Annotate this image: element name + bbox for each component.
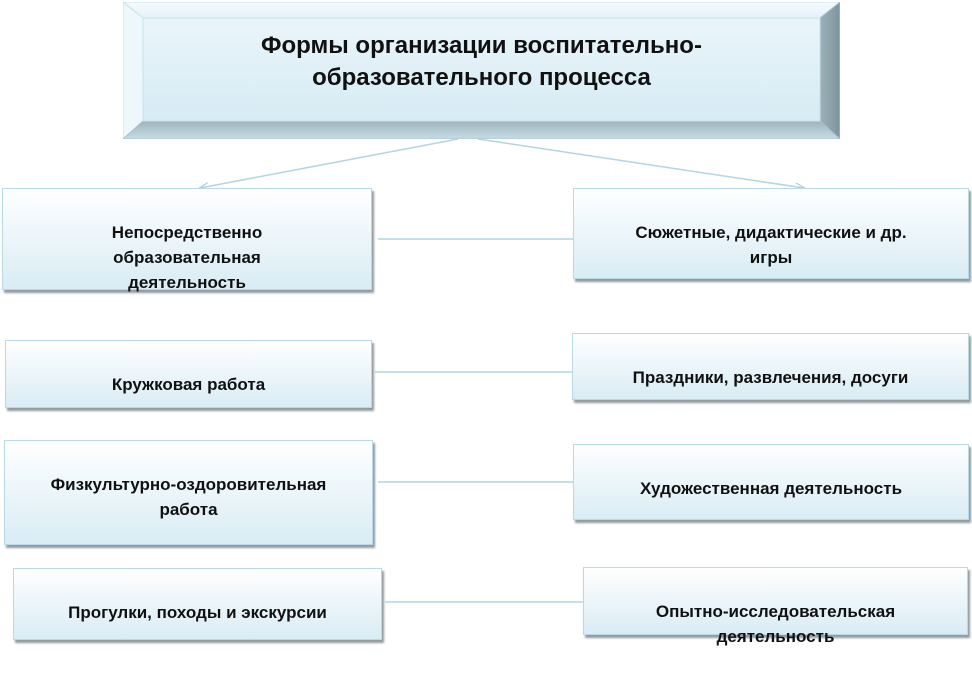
form-label: Сюжетные, дидактические и др. игры — [635, 223, 907, 267]
form-box-holidays-entertainment: Праздники, развлечения, досуги — [572, 333, 969, 400]
form-box-artistic-activity: Художественная деятельность — [573, 444, 969, 520]
form-box-direct-educational-activity: Непосредственно образовательная деятельн… — [2, 188, 372, 292]
form-box-games: Сюжетные, дидактические и др. игры — [573, 188, 969, 279]
form-box-club-work: Кружковая работа — [5, 340, 372, 408]
form-box-experimental-research: Опытно-исследовательская деятельность — [583, 567, 968, 646]
form-label: Праздники, развлечения, досуги — [632, 368, 909, 387]
form-label: Художественная деятельность — [639, 479, 903, 498]
form-box-walks-hikes-excursions: Прогулки, походы и экскурсии — [13, 568, 382, 640]
title-bevel-frame — [123, 2, 840, 139]
form-label: Непосредственно образовательная деятельн… — [111, 223, 263, 292]
connector-lines — [0, 138, 972, 603]
diagram-title: Формы организации воспитательно- образов… — [261, 32, 702, 91]
diagram-title-box: Формы организации воспитательно- образов… — [123, 2, 840, 139]
form-label: Опытно-исследовательская деятельность — [655, 602, 896, 646]
arrow-to-right-column — [477, 138, 804, 188]
form-label: Кружковая работа — [111, 375, 266, 394]
form-label: Прогулки, походы и экскурсии — [68, 603, 327, 622]
arrow-to-left-column — [200, 138, 459, 188]
form-box-physical-health-work: Физкультурно-оздоровительная работа — [4, 440, 373, 545]
form-label: Физкультурно-оздоровительная работа — [50, 475, 327, 519]
